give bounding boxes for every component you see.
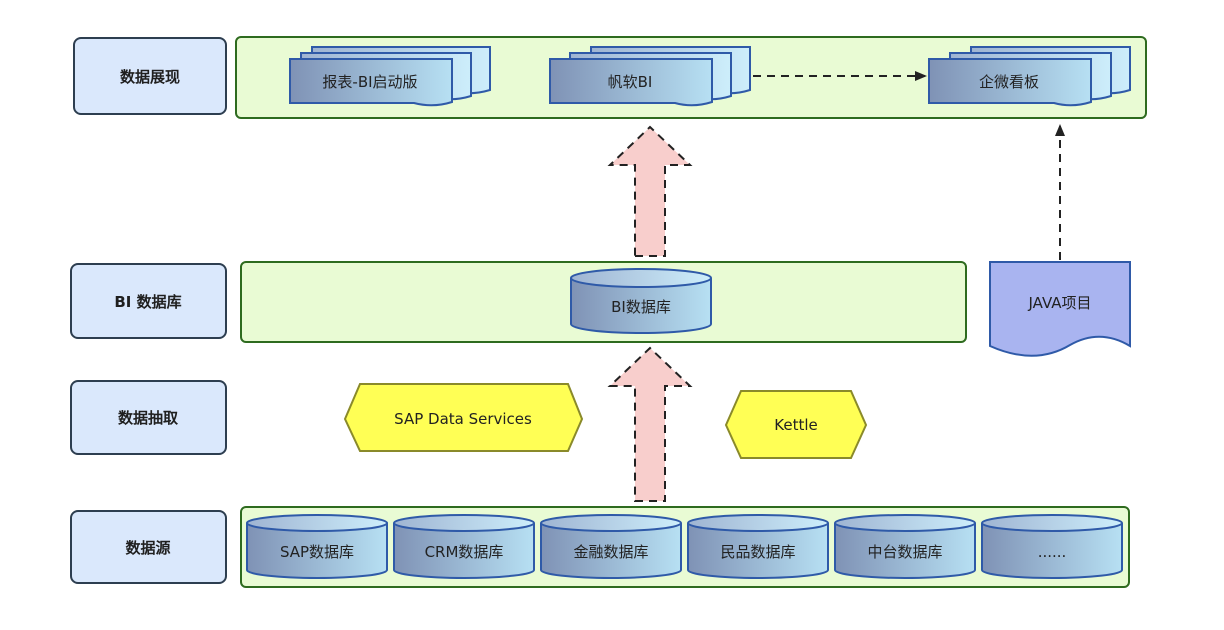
source-database-cylinder[interactable]: 民品数据库	[687, 514, 829, 579]
source-database-label: 金融数据库	[573, 543, 648, 561]
source-database-label: CRM数据库	[425, 543, 504, 561]
layer-label-source: 数据源	[70, 510, 227, 584]
source-database-cylinder[interactable]: ......	[981, 514, 1123, 579]
source-database-label: ......	[1038, 543, 1067, 561]
layer-label-source-text: 数据源	[125, 539, 170, 557]
layer-label-presentation: 数据展现	[73, 37, 227, 115]
layer-label-extraction-text: 数据抽取	[118, 409, 179, 427]
fanruan-label: 帆软BI	[608, 73, 653, 91]
layer-label-bi-database-text: BI 数据库	[114, 293, 181, 311]
kettle-label: Kettle	[774, 416, 817, 434]
report-label: 报表-BI启动版	[322, 73, 417, 91]
source-database-cylinder[interactable]: 金融数据库	[540, 514, 682, 579]
source-database-label: 民品数据库	[720, 543, 795, 561]
wecom-label: 企微看板	[979, 73, 1039, 91]
bi-database-cylinder[interactable]: BI数据库	[570, 268, 712, 334]
fanruan-multidoc[interactable]: 帆软BI	[549, 46, 751, 107]
report-multidoc[interactable]: 报表-BI启动版	[289, 46, 491, 107]
bi-database-label: BI数据库	[611, 298, 671, 316]
kettle-hexagon[interactable]: Kettle	[724, 390, 868, 459]
layer-label-presentation-text: 数据展现	[120, 68, 180, 86]
source-to-bi-arrow	[607, 346, 693, 502]
java-project-document[interactable]: JAVA项目	[989, 261, 1131, 357]
source-database-cylinder[interactable]: 中台数据库	[834, 514, 976, 579]
sap-data-services-label: SAP Data Services	[394, 410, 532, 428]
java-project-label: JAVA项目	[1027, 294, 1091, 312]
source-database-label: 中台数据库	[867, 543, 942, 561]
source-database-label: SAP数据库	[280, 543, 354, 561]
source-cylinders: SAP数据库 CRM数据库 金融数据库 民品数据库 中台数据库......	[246, 514, 1123, 579]
bi-to-presentation-arrow	[607, 125, 693, 257]
wecom-multidoc[interactable]: 企微看板	[928, 46, 1131, 107]
layer-label-extraction: 数据抽取	[70, 380, 227, 455]
source-database-cylinder[interactable]: SAP数据库	[246, 514, 388, 579]
source-database-cylinder[interactable]: CRM数据库	[393, 514, 535, 579]
layer-label-bi-database: BI 数据库	[70, 263, 227, 339]
sap-data-services-hexagon[interactable]: SAP Data Services	[343, 383, 584, 452]
